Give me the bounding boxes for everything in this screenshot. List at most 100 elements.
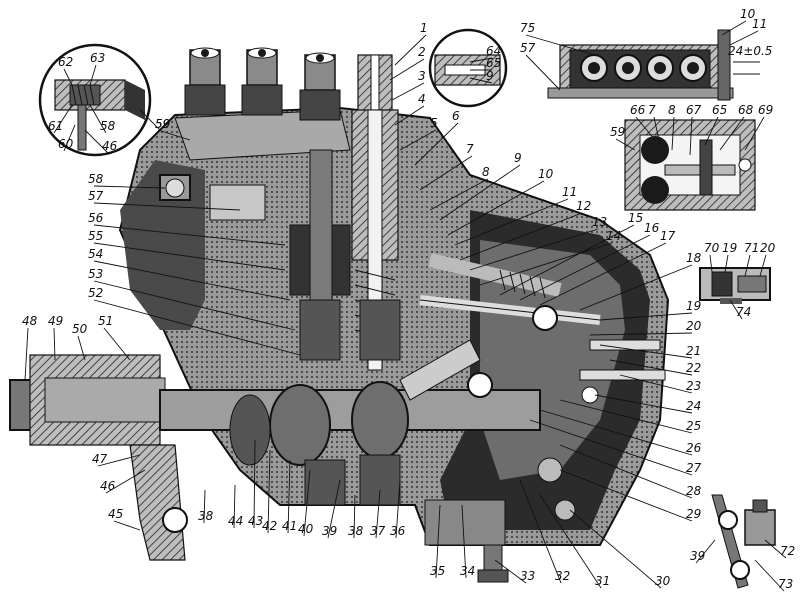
part-label-20-leader	[589, 332, 693, 336]
part-label-30: 30	[655, 574, 671, 588]
part-label-30-leader	[569, 509, 662, 589]
part-label-33-leader	[494, 559, 527, 584]
callout-mid-right-label-59-leader	[615, 138, 636, 151]
part-label-5-leader	[399, 129, 437, 151]
part-label-34: 34	[460, 564, 475, 578]
callout-top-right-label-11: 11	[752, 17, 767, 31]
part-label-6-leader	[414, 122, 459, 166]
part-label-21: 21	[686, 344, 701, 358]
part-label-27: 27	[686, 461, 702, 475]
callout-top-right-label-10-leader	[721, 20, 747, 36]
part-label-28-leader	[559, 444, 693, 499]
part-label-17: 17	[660, 229, 676, 243]
callout-right-small-label-70: 70	[704, 241, 720, 255]
part-label-4: 4	[418, 92, 426, 106]
part-label-28: 28	[686, 484, 702, 498]
callout-top-center-label-9: 9	[486, 69, 494, 83]
part-label-27-leader	[529, 419, 693, 476]
part-label-55-leader	[93, 242, 286, 271]
pump-element-section	[289, 109, 401, 371]
part-label-52: 52	[88, 286, 103, 300]
part-label-41-leader	[287, 459, 291, 534]
callout-right-small-label-19: 19	[722, 241, 737, 255]
part-label-25-leader	[559, 399, 693, 434]
part-label-19-leader	[599, 312, 693, 321]
part-label-24: 24	[686, 399, 701, 413]
callout-top-left-label-63: 63	[90, 51, 105, 65]
part-label-1-leader	[394, 34, 427, 66]
part-label-26-leader	[539, 409, 693, 456]
callout-right-small	[699, 267, 771, 304]
part-label-56-leader	[93, 224, 286, 246]
part-label-52-leader	[93, 299, 301, 356]
part-label-41: 41	[282, 519, 297, 533]
part-label-35-leader	[435, 504, 441, 579]
part-label-15-leader	[499, 224, 635, 296]
callout-mid-right-label-65: 65	[712, 103, 727, 117]
part-label-42-leader	[267, 449, 271, 534]
delivery-valve-holders	[184, 47, 393, 121]
callout-right-small-label-20: 20	[760, 241, 776, 255]
part-label-21-leader	[599, 344, 693, 359]
governor-linkage	[399, 253, 666, 583]
part-label-20: 20	[686, 319, 702, 333]
part-label-35: 35	[430, 564, 445, 578]
callout-right-small-label-20-leader	[759, 254, 767, 277]
part-label-47: 47	[92, 452, 108, 466]
part-label-14: 14	[606, 229, 621, 243]
callout-mid-right-label-69-leader	[744, 116, 765, 151]
part-label-31: 31	[595, 574, 610, 588]
part-label-3: 3	[418, 69, 426, 83]
part-label-55: 55	[88, 229, 103, 243]
callout-mid-right-label-8: 8	[668, 103, 676, 117]
camshaft	[9, 354, 541, 561]
part-label-46: 46	[100, 479, 116, 493]
part-label-7-leader	[419, 155, 473, 191]
part-label-37-leader	[375, 489, 381, 539]
callout-top-center-label-9-leader	[469, 77, 493, 84]
part-label-16-leader	[519, 234, 651, 301]
callout-top-right-label-57: 57	[520, 41, 536, 55]
callout-top-left-label-63-leader	[89, 64, 97, 86]
part-label-11-leader	[454, 198, 569, 246]
callout-top-left-label-58-leader	[89, 104, 107, 134]
part-label-59-leader	[160, 130, 191, 141]
part-label-18-leader	[579, 264, 693, 311]
part-label-36-leader	[395, 479, 401, 539]
callout-top-left-label-58: 58	[100, 119, 116, 133]
part-label-44-leader	[233, 484, 236, 529]
part-label-6: 6	[452, 109, 460, 123]
part-label-36: 36	[390, 524, 406, 538]
callout-top-left-label-61-leader	[53, 104, 73, 134]
part-label-43-leader	[253, 439, 256, 529]
part-label-58: 58	[88, 172, 104, 186]
part-label-45-leader	[113, 520, 141, 531]
callout-bottom-right-label-73-leader	[754, 559, 785, 592]
part-label-53-leader	[93, 280, 296, 331]
part-label-25: 25	[686, 419, 701, 433]
callout-top-left-label-60-leader	[63, 124, 76, 152]
callout-top-right-label-11-leader	[729, 30, 759, 46]
callout-mid-right	[624, 119, 756, 211]
part-label-58-leader	[93, 185, 166, 189]
callout-mid-right-label-7: 7	[648, 103, 656, 117]
callout-mid-right-label-68-leader	[719, 116, 745, 151]
leader-lines	[24, 20, 787, 592]
part-label-32: 32	[555, 569, 570, 583]
callout-right-small-label-71: 71	[744, 241, 759, 255]
callout-top-center-label-64: 64	[486, 44, 501, 58]
part-label-51: 51	[98, 314, 113, 328]
part-label-51-leader	[103, 327, 131, 361]
callout-bottom-right-label-39: 39	[690, 549, 705, 563]
callout-mid-right-label-68: 68	[738, 103, 754, 117]
part-label-39-leader	[327, 479, 341, 539]
callout-bottom-right-label-39-leader	[695, 539, 716, 564]
part-label-12: 12	[576, 199, 591, 213]
part-label-19: 19	[686, 299, 701, 313]
part-label-38: 38	[348, 524, 364, 538]
part-label-5: 5	[430, 116, 438, 130]
callout-top-right	[547, 29, 760, 101]
part-label-15: 15	[628, 211, 643, 225]
part-label-16: 16	[644, 221, 660, 235]
